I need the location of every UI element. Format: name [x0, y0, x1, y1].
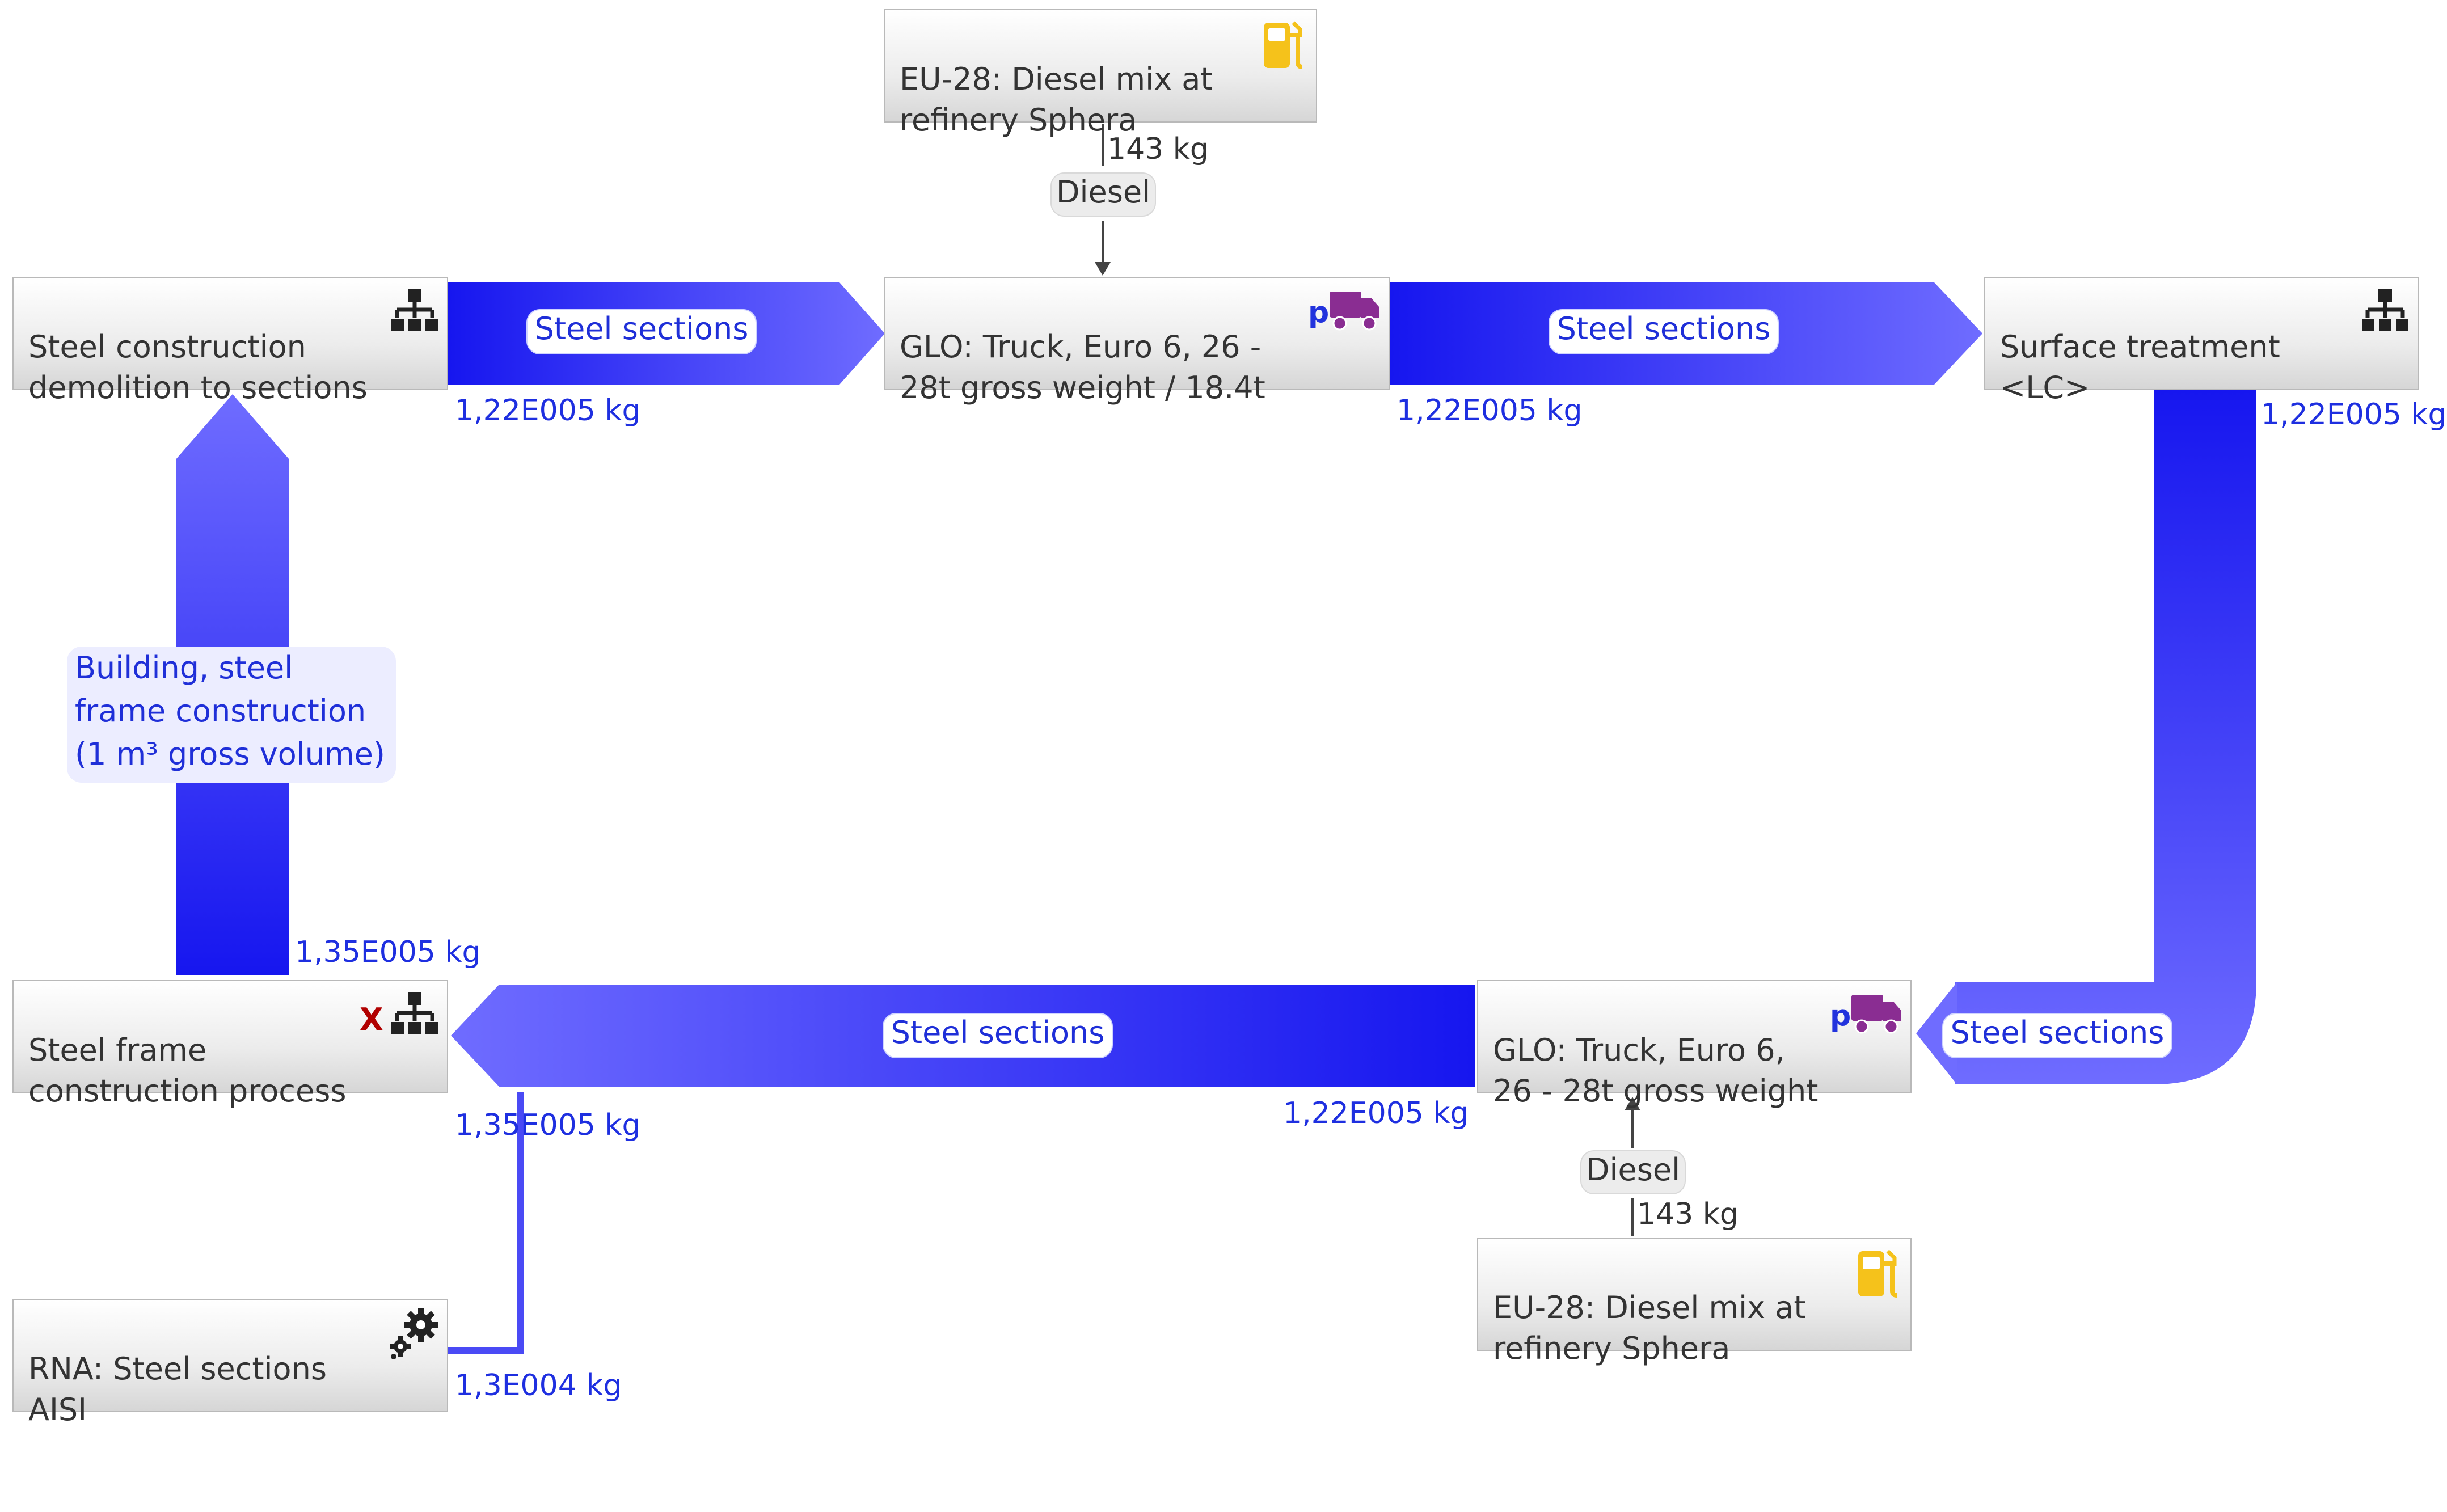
process-label: EU-28: Diesel mix at refinery Sphera [1493, 1290, 1806, 1366]
flow-label-surface-to-truck[interactable]: Steel sections [1942, 1013, 2172, 1058]
flow-amount-demolition-to-truck: 1,22E005 kg [455, 394, 641, 428]
fuel-pump-icon [1264, 21, 1303, 69]
flow-arrow-surface-to-truck [1955, 389, 2256, 1084]
process-label: EU-28: Diesel mix at refinery Sphera [900, 61, 1213, 138]
flow-label-truck-to-frame[interactable]: Steel sections [883, 1013, 1113, 1058]
process-diesel-mix-bottom[interactable]: EU-28: Diesel mix at refinery Sphera [1477, 1238, 1912, 1366]
diesel-arrowhead-top [1095, 262, 1111, 276]
truck-process-letter: p [1308, 295, 1329, 330]
truck-process-letter: p [1830, 999, 1851, 1033]
flow-amount-surface-to-truck: 1,22E005 kg [2261, 398, 2447, 432]
process-label: Steel frame construction process [28, 1032, 347, 1109]
flow-amount-frame-to-demolition: 1,35E005 kg [295, 935, 481, 969]
flow-label-frame-to-demolition[interactable]: Building, steel frame construction (1 m³… [67, 647, 396, 783]
process-label: GLO: Truck, Euro 6, 26 - 28t gross weigh… [1493, 1032, 1819, 1109]
process-rna-steel-sections[interactable]: RNA: Steel sections AISI [12, 1299, 448, 1427]
plan-hierarchy-icon [391, 289, 438, 331]
process-surface-treatment[interactable]: Surface treatment <LC> [1984, 277, 2419, 406]
gears-icon [390, 1308, 438, 1359]
process-steel-demolition[interactable]: Steel construction demolition to section… [12, 277, 448, 406]
flow-amount-frame-input: 1,35E005 kg [455, 1108, 641, 1142]
truck-process-icon: p [1830, 995, 1901, 1034]
flow-amount-diesel-bottom: 143 kg [1637, 1197, 1739, 1231]
process-diesel-mix-top[interactable]: EU-28: Diesel mix at refinery Sphera [884, 9, 1317, 138]
flow-label-demolition-to-truck[interactable]: Steel sections [526, 309, 757, 354]
diesel-arrowhead-bottom [1625, 1097, 1640, 1110]
plan-hierarchy-icon [2362, 289, 2408, 331]
flow-line-rna-to-frame [448, 1092, 524, 1354]
flow-amount-rna-to-frame: 1,3E004 kg [455, 1369, 622, 1403]
cross-mark-letter: X [360, 1002, 383, 1037]
process-label: Surface treatment <LC> [2000, 329, 2280, 406]
flow-label-truck-to-surface[interactable]: Steel sections [1549, 309, 1779, 354]
truck-process-icon: p [1308, 292, 1379, 331]
flow-label-diesel-bottom[interactable]: Diesel [1580, 1150, 1686, 1194]
fuel-pump-icon [1858, 1249, 1897, 1298]
flow-amount-truck-to-surface: 1,22E005 kg [1397, 394, 1583, 428]
flow-amount-truck-to-frame: 1,22E005 kg [1283, 1096, 1469, 1130]
process-steel-frame-construction[interactable]: Steel frame construction process X [12, 980, 448, 1109]
flow-label-diesel-top[interactable]: Diesel [1050, 172, 1156, 217]
plan-hierarchy-crossed-icon: X [360, 992, 438, 1037]
flow-amount-diesel-top: 143 kg [1107, 132, 1209, 166]
process-label: RNA: Steel sections AISI [28, 1351, 327, 1427]
process-label: GLO: Truck, Euro 6, 26 - 28t gross weigh… [900, 329, 1265, 406]
process-truck-bottom[interactable]: GLO: Truck, Euro 6, 26 - 28t gross weigh… [1477, 980, 1912, 1109]
process-truck-top[interactable]: GLO: Truck, Euro 6, 26 - 28t gross weigh… [884, 277, 1390, 406]
flow-arrowhead-surface-to-truck [1916, 982, 1957, 1084]
process-label: Steel construction demolition to section… [28, 329, 368, 406]
